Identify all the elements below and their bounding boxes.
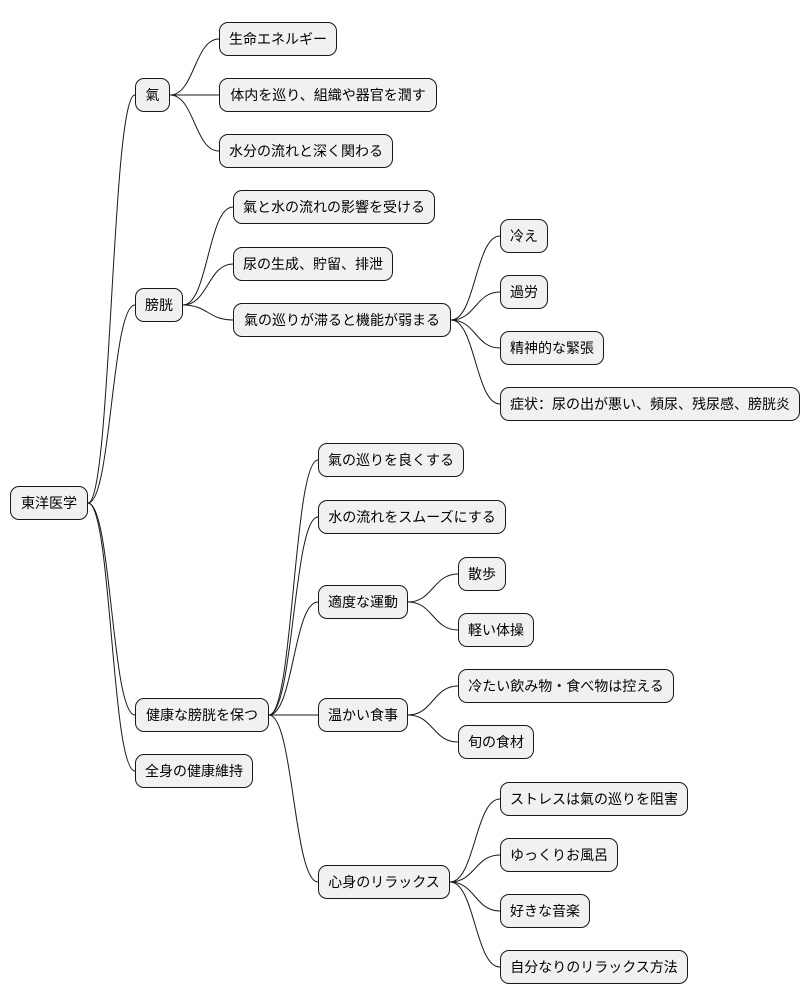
link-b0-to-b0c0: [169, 38, 220, 96]
own-relax-method: 自分なりのリラックス方法: [500, 950, 688, 984]
exercise-walk: 散歩: [458, 557, 506, 591]
link-b1c2-to-b1c2c1: [450, 291, 501, 321]
link-b2c3-to-b2c3c1: [407, 714, 459, 743]
link-b1-to-b1c2: [182, 304, 234, 321]
ki-water-flow: 水分の流れと深く関わる: [219, 134, 393, 168]
cause-tension: 精神的な緊張: [500, 331, 604, 365]
smooth-water-flow: 水の流れをスムーズにする: [318, 500, 506, 534]
stress-blocks-ki: ストレスは氣の巡りを阻害: [500, 782, 688, 816]
link-b2-to-b2c4: [268, 714, 319, 883]
link-b2-to-b2c1: [268, 516, 319, 716]
link-b1c2-to-b1c2c0: [450, 235, 501, 321]
link-b1c2-to-b1c2c3: [450, 319, 501, 405]
ki-life-energy: 生命エネルギー: [219, 22, 337, 56]
cause-overwork: 過労: [500, 275, 548, 309]
branch-healthy-bladder: 健康な膀胱を保つ: [135, 698, 269, 732]
link-b2c3-to-b2c3c0: [407, 685, 459, 716]
exercise-light-gym: 軽い体操: [458, 613, 534, 647]
branch-bladder: 膀胱: [135, 288, 183, 322]
bladder-urine-functions: 尿の生成、貯留、排泄: [233, 247, 393, 281]
link-b2c2-to-b2c2c1: [407, 601, 459, 631]
root-node: 東洋医学: [10, 486, 88, 520]
bladder-influence: 氣と水の流れの影響を受ける: [233, 190, 435, 224]
link-root-to-b2: [87, 502, 136, 716]
moderate-exercise: 適度な運動: [318, 585, 408, 619]
warm-meals: 温かい食事: [318, 698, 408, 732]
bladder-stagnation: 氣の巡りが滞ると機能が弱まる: [233, 303, 451, 337]
link-root-to-b1: [87, 304, 136, 504]
mind-body-relax: 心身のリラックス: [318, 865, 450, 899]
cause-cold: 冷え: [500, 219, 548, 253]
ki-circulates-body: 体内を巡り、組織や器官を潤す: [219, 78, 437, 112]
link-b1-to-b1c1: [182, 263, 234, 306]
link-b1-to-b1c0: [182, 206, 234, 306]
favorite-music: 好きな音楽: [500, 894, 590, 928]
seasonal-ingredients: 旬の食材: [458, 725, 534, 759]
link-b1c2-to-b1c2c2: [450, 319, 501, 349]
link-b0-to-b0c2: [169, 94, 220, 152]
link-b2c4-to-b2c4c1: [449, 854, 501, 883]
link-root-to-b0: [87, 94, 136, 504]
link-b2-to-b2c2: [268, 601, 319, 716]
branch-whole-body-health: 全身の健康維持: [135, 754, 253, 788]
link-b2c4-to-b2c4c0: [449, 798, 501, 883]
symptoms: 症状：尿の出が悪い、頻尿、残尿感、膀胱炎: [500, 387, 800, 421]
avoid-cold-food: 冷たい飲み物・食べ物は控える: [458, 669, 674, 703]
link-b2-to-b2c0: [268, 459, 319, 716]
improve-ki-flow: 氣の巡りを良くする: [318, 443, 464, 477]
link-b2c4-to-b2c4c3: [449, 881, 501, 968]
relax-bath: ゆっくりお風呂: [500, 838, 618, 872]
link-b2c4-to-b2c4c2: [449, 881, 501, 912]
branch-ki: 氣: [135, 78, 170, 112]
link-b2c2-to-b2c2c0: [407, 573, 459, 603]
link-root-to-b3: [87, 502, 136, 772]
